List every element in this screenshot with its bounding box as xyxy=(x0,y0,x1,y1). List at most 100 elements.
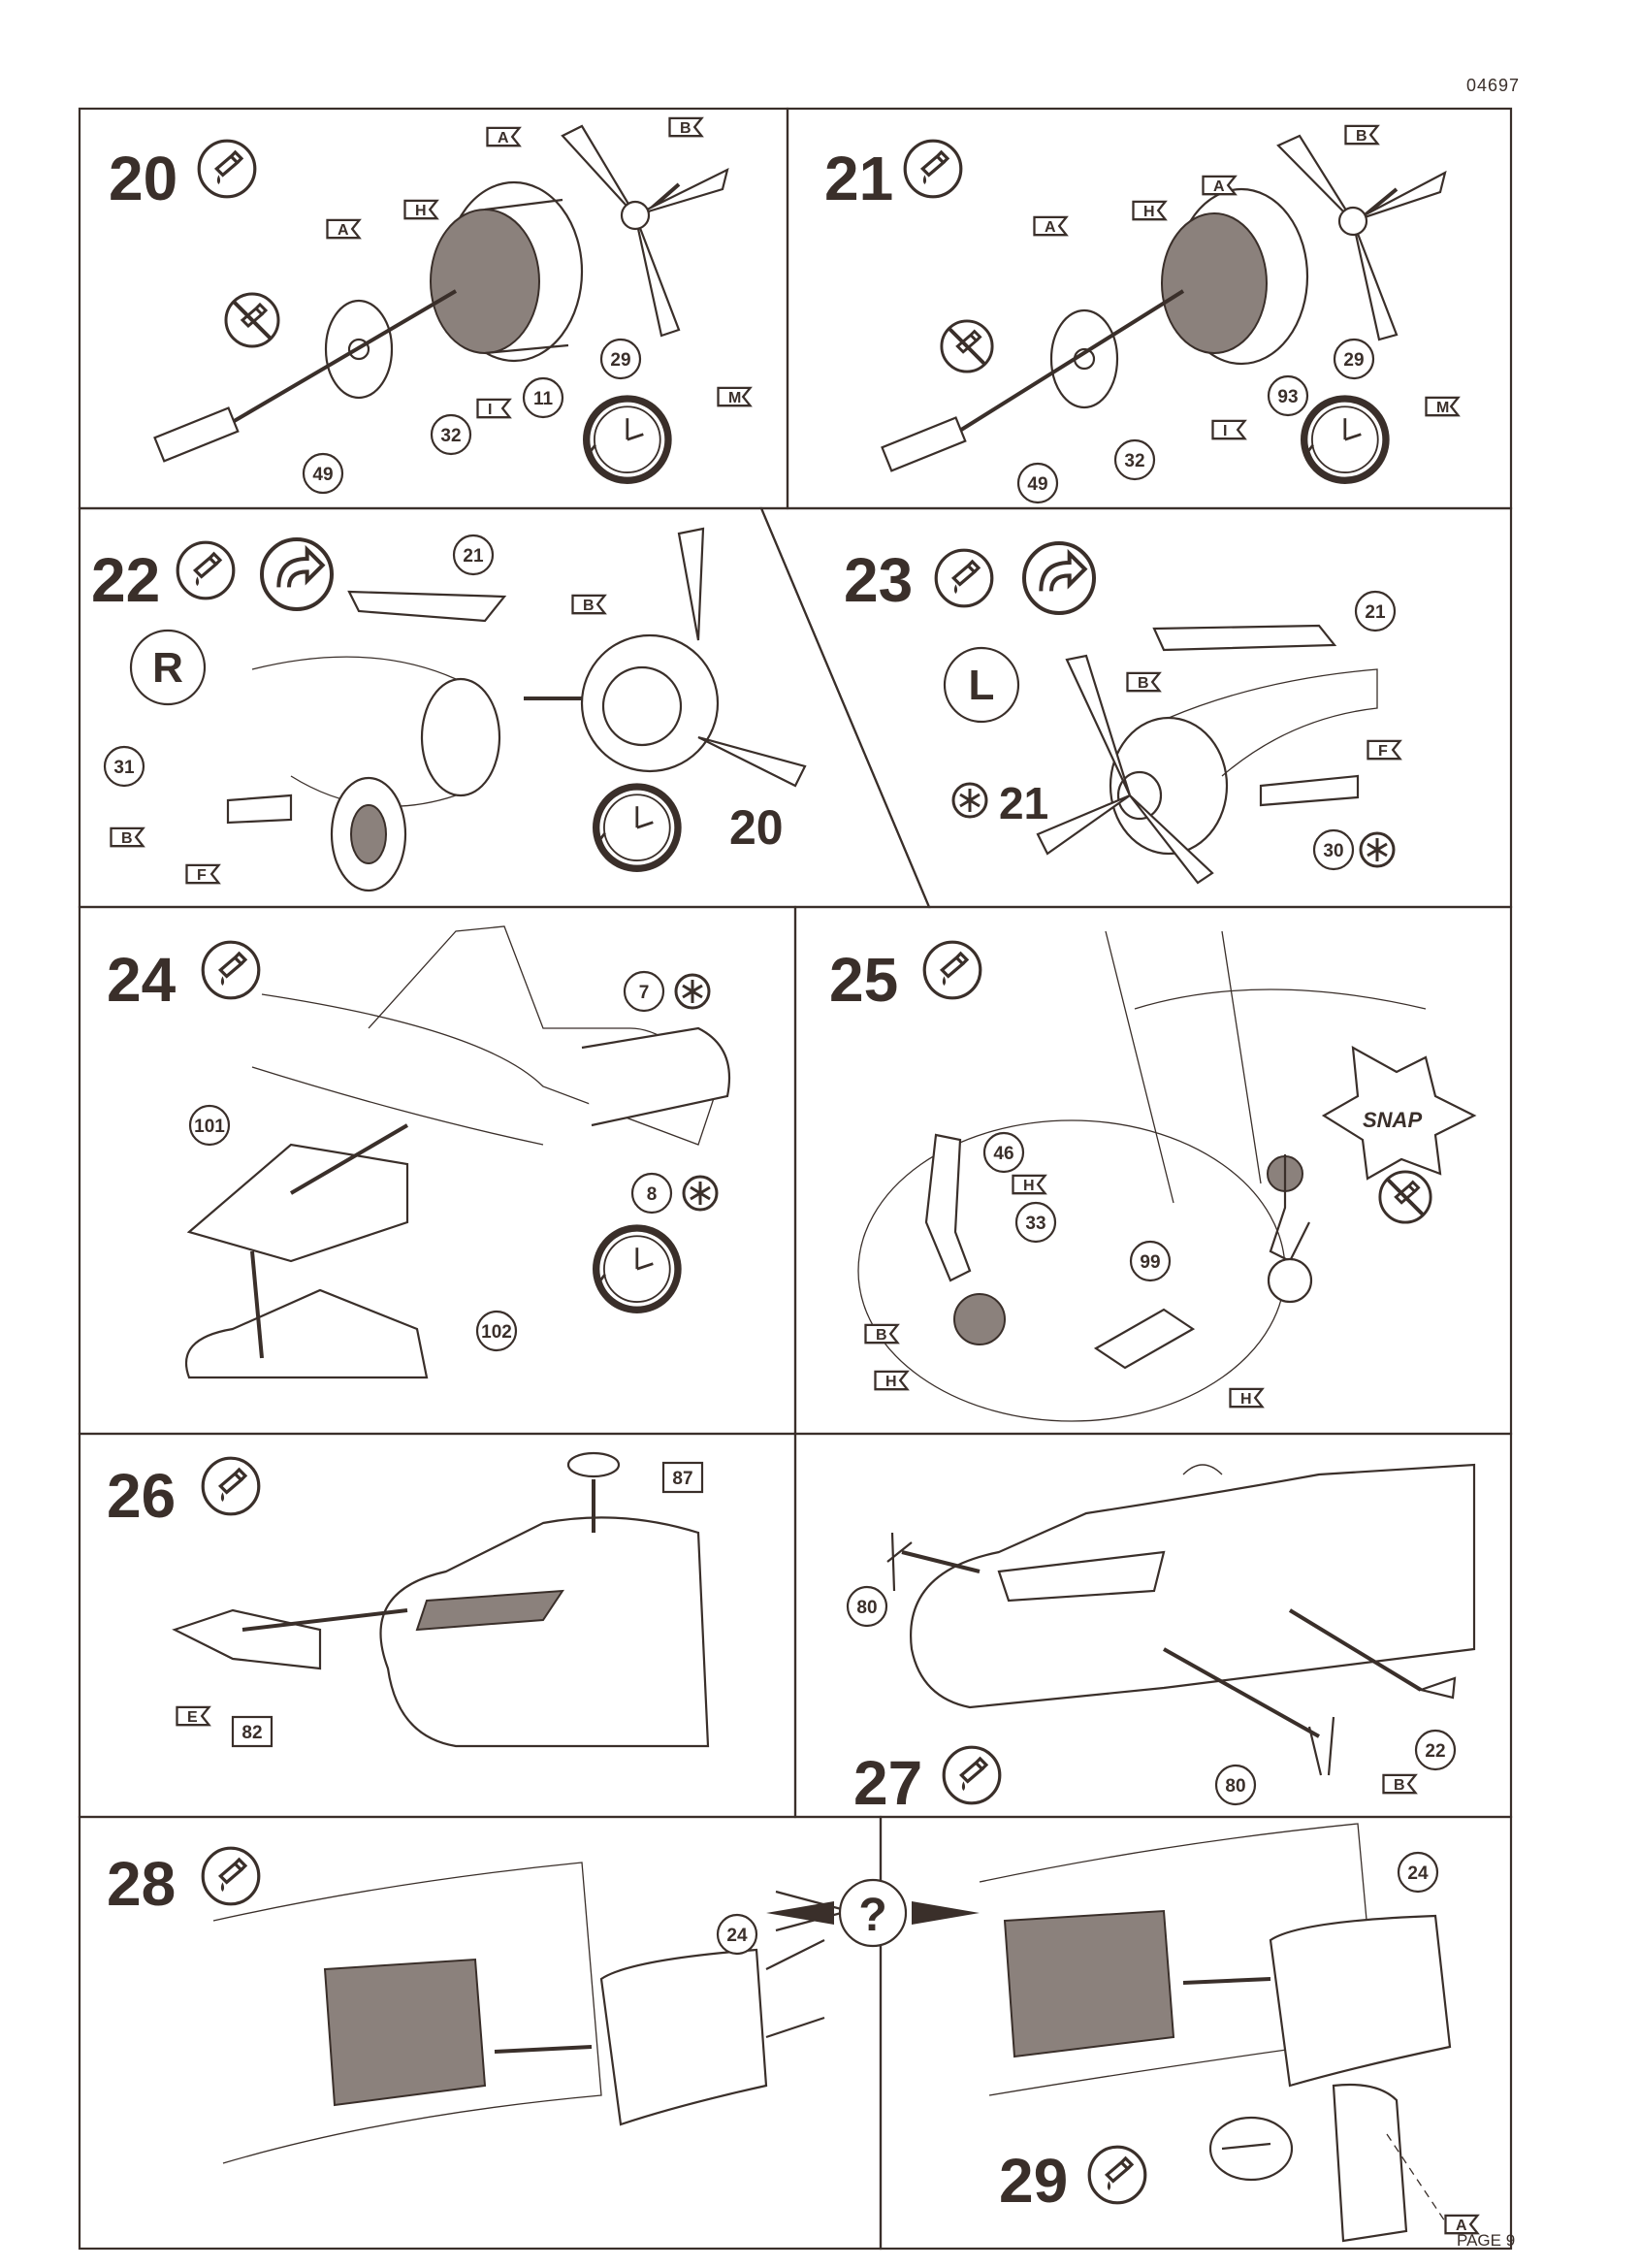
svg-text:H: H xyxy=(885,1374,897,1390)
svg-text:29: 29 xyxy=(610,350,630,371)
part-callouts: 46 33 99 xyxy=(982,1131,1172,1282)
svg-text:M: M xyxy=(1436,400,1449,416)
cargo-door-illustration xyxy=(979,1823,1452,2243)
svg-text:?: ? xyxy=(858,1890,886,1941)
decal-flags: B F xyxy=(1126,671,1401,761)
svg-text:H: H xyxy=(1023,1178,1035,1194)
drying-time-clock-icon xyxy=(585,399,668,480)
svg-text:29: 29 xyxy=(1343,350,1364,371)
glue-icon xyxy=(922,940,982,1000)
side-marker xyxy=(943,646,1020,724)
step-28: 28 24 ? xyxy=(107,1846,980,2164)
part-callouts: 21 31 20 xyxy=(103,534,784,855)
svg-text:L: L xyxy=(969,662,995,709)
svg-text:31: 31 xyxy=(113,758,135,778)
svg-text:8: 8 xyxy=(647,1184,658,1205)
engine-nacelle-illustration xyxy=(1036,624,1378,885)
glue-icon xyxy=(903,139,963,199)
svg-text:80: 80 xyxy=(1225,1776,1245,1797)
svg-text:A: A xyxy=(1456,2218,1467,2234)
decal-flags: A A B H I M xyxy=(326,116,752,419)
decal-flags: A xyxy=(1444,2214,1479,2235)
svg-text:21: 21 xyxy=(999,778,1048,828)
cargo-door-illustration xyxy=(212,1862,853,2164)
svg-text:B: B xyxy=(1138,675,1149,692)
step-21: 21 93 29 32 49 A A B H I M xyxy=(824,124,1460,504)
svg-text:21: 21 xyxy=(1365,602,1386,623)
glue-icon xyxy=(201,940,261,1000)
svg-text:33: 33 xyxy=(1025,1214,1045,1234)
glue-icon xyxy=(201,1456,261,1516)
step-27: 27 80 80 22 B xyxy=(846,1463,1476,1818)
step-number: 20 xyxy=(109,144,177,213)
svg-text:87: 87 xyxy=(672,1469,692,1489)
step-number: 23 xyxy=(844,545,913,615)
step-number: 26 xyxy=(107,1461,176,1531)
step-22: 22 R 21 31 20 B B F xyxy=(91,527,807,892)
snap-label: SNAP xyxy=(1363,1108,1422,1132)
step-number: 22 xyxy=(91,545,160,615)
part-callouts: 11 29 32 49 xyxy=(302,338,642,495)
svg-text:B: B xyxy=(121,830,133,847)
svg-text:A: A xyxy=(338,222,349,239)
document-reference: 04697 xyxy=(1466,76,1521,95)
svg-text:32: 32 xyxy=(440,426,461,446)
svg-text:101: 101 xyxy=(194,1117,225,1137)
svg-text:E: E xyxy=(187,1709,198,1726)
part-callouts: 80 80 22 xyxy=(846,1585,1457,1806)
step-26: 26 87 82 E xyxy=(107,1451,710,1748)
svg-text:B: B xyxy=(1394,1777,1405,1794)
svg-text:32: 32 xyxy=(1124,451,1144,471)
svg-text:B: B xyxy=(1356,128,1367,145)
step-20: 20 11 29 32 49 A A B H I M xyxy=(109,116,752,495)
step-number: 28 xyxy=(107,1849,176,1919)
part-callouts: 87 82 xyxy=(231,1461,704,1748)
no-glue-icon xyxy=(939,318,995,374)
part-callouts: 93 29 32 49 xyxy=(1016,338,1375,504)
svg-text:A: A xyxy=(1213,178,1225,195)
decal-flags: H B H H xyxy=(864,1174,1264,1409)
no-glue-icon xyxy=(1377,1169,1433,1225)
svg-text:22: 22 xyxy=(1425,1741,1445,1762)
part-callouts: 21 30 xyxy=(1312,590,1397,871)
svg-text:99: 99 xyxy=(1140,1252,1160,1273)
no-glue-icon xyxy=(224,292,280,348)
svg-text:24: 24 xyxy=(726,1926,748,1946)
glue-icon xyxy=(1087,2145,1147,2205)
step-number: 21 xyxy=(824,144,893,213)
drying-time-clock-icon xyxy=(595,1228,678,1310)
svg-text:102: 102 xyxy=(481,1322,512,1343)
rotate-model-icon xyxy=(1022,541,1096,615)
step-number: 24 xyxy=(107,945,177,1015)
step-23: 23 L 21 21 30 B F xyxy=(844,541,1401,885)
optional-part-icon xyxy=(951,782,988,819)
svg-text:82: 82 xyxy=(241,1723,262,1743)
landing-gear-illustration xyxy=(857,930,1477,1422)
svg-text:11: 11 xyxy=(533,389,554,409)
side-marker xyxy=(129,629,207,706)
svg-text:49: 49 xyxy=(312,465,333,485)
svg-text:21: 21 xyxy=(463,546,484,567)
svg-text:30: 30 xyxy=(1323,841,1343,861)
svg-text:R: R xyxy=(152,644,183,692)
tailplane-illustration xyxy=(184,925,731,1379)
engine-cowling-illustration xyxy=(881,134,1447,472)
drying-time-clock-icon xyxy=(1302,399,1386,480)
step-number: 27 xyxy=(853,1748,922,1818)
part-callout xyxy=(1397,1851,1439,1894)
decal-flags: B B F xyxy=(110,594,606,885)
svg-text:H: H xyxy=(415,203,427,219)
svg-text:B: B xyxy=(680,120,691,137)
optional-part-icon xyxy=(682,1175,719,1212)
svg-text:F: F xyxy=(1378,743,1388,760)
decal-flags: A A B H I M xyxy=(1033,124,1460,440)
svg-text:20: 20 xyxy=(729,800,784,855)
svg-text:I: I xyxy=(488,402,492,418)
step-number: 29 xyxy=(999,2146,1068,2216)
svg-text:A: A xyxy=(1045,219,1056,236)
svg-text:49: 49 xyxy=(1027,474,1047,495)
svg-text:A: A xyxy=(498,130,509,146)
part-callout xyxy=(716,1913,758,1956)
svg-text:B: B xyxy=(876,1327,887,1344)
